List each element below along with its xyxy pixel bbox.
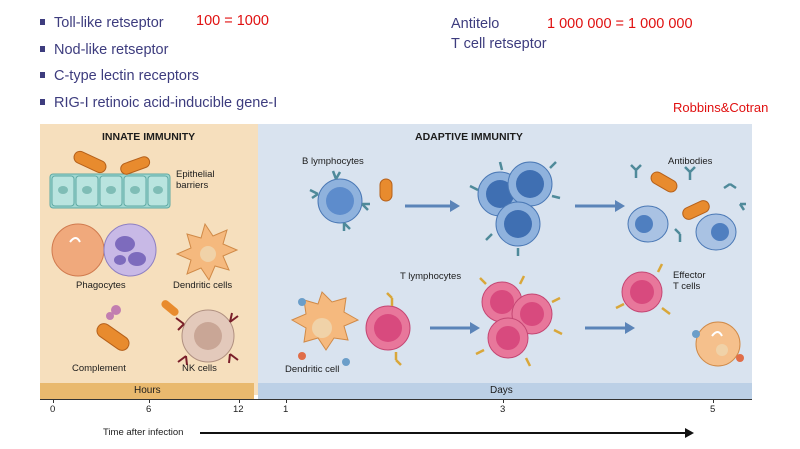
dendritic-cell-adaptive-icon: [290, 291, 360, 366]
days-bar: [258, 383, 752, 399]
days-label: Days: [490, 385, 513, 396]
b-lymphocyte-icon: [309, 170, 393, 231]
nk-cells-label: NK cells: [182, 363, 217, 374]
time-arrow: [200, 432, 687, 434]
phagocytes-label: Phagocytes: [76, 280, 126, 291]
dendritic-cells-label: Dendritic cells: [173, 280, 233, 291]
b-cell-cluster-icon: [469, 161, 561, 256]
receptor-label: C-type lectin receptors: [54, 68, 200, 84]
list-item: RIG-I retinoic acid-inducible gene-I: [40, 90, 277, 117]
bullet-icon: [40, 19, 45, 25]
effector-t-cell-icon: [615, 263, 744, 367]
hours-bar: [40, 383, 254, 399]
complement-label: Complement: [72, 363, 126, 374]
axis-tick: [286, 399, 287, 403]
bullet-icon: [40, 45, 45, 52]
receptor-label: RIG-I retinoic acid-inducible gene-I: [54, 94, 278, 111]
axis-tick: [149, 399, 150, 403]
bacteria-icon: [73, 150, 151, 175]
tick-label: 12: [233, 404, 244, 415]
receptor-label: Nod-like retseptor: [54, 41, 169, 58]
antibodies-icon: [627, 164, 746, 251]
list-item: C-type lectin receptors: [40, 63, 277, 90]
complement-icon: [96, 305, 130, 351]
tick-label: 5: [710, 404, 716, 415]
list-item: Toll-like retseptor: [40, 10, 277, 37]
adaptive-title: ADAPTIVE IMMUNITY: [415, 131, 523, 143]
tick-label: 3: [500, 404, 506, 415]
t-lymphocytes-label: T lymphocytes: [400, 271, 462, 282]
dendritic-cell-label: Dendritic cell: [285, 364, 340, 375]
axis-tick: [713, 399, 714, 403]
hours-label: Hours: [134, 385, 161, 396]
antigen-count: 1 000 000 = 1 000 000: [547, 16, 693, 32]
t-lymphocyte-icon: [365, 292, 411, 366]
axis-tick: [239, 399, 240, 403]
tick-label: 6: [146, 404, 152, 415]
axis-tick: [503, 399, 504, 403]
dendritic-cell-icon: [175, 222, 239, 282]
epithelial-barrier-icon: [49, 173, 171, 209]
innate-title: INNATE IMMUNITY: [102, 131, 196, 143]
tick-label: 0: [50, 404, 56, 415]
b-lymphocytes-label: B lymphocytes: [302, 156, 364, 167]
figure-illustration: [49, 150, 746, 367]
antigen-label: Antitelo: [451, 16, 500, 32]
effector-t-label: Effector T cells: [673, 270, 706, 292]
phagocyte-icon: [51, 223, 157, 277]
tcell-receptor-label: T cell retseptor: [451, 36, 547, 52]
innate-count: 100 = 1000: [196, 13, 269, 29]
time-after-infection-label: Time after infection: [103, 427, 184, 438]
time-axis: [40, 399, 752, 400]
antibodies-label: Antibodies: [668, 156, 713, 167]
epithelial-label: Epithelial barriers: [176, 169, 215, 191]
arrow-head-icon: [685, 428, 694, 438]
bullet-icon: [40, 98, 45, 105]
bullet-icon: [40, 72, 45, 78]
tick-label: 1: [283, 404, 289, 415]
source-credit: Robbins&Cotran: [673, 100, 769, 115]
receptor-label: Toll-like retseptor: [54, 15, 164, 31]
receptor-list: Toll-like retseptor Nod-like retseptor C…: [40, 10, 277, 116]
list-item: Nod-like retseptor: [40, 37, 277, 64]
t-cell-cluster-icon: [475, 275, 563, 367]
immunity-figure: INNATE IMMUNITY ADAPTIVE IMMUNITY Epithe…: [40, 124, 752, 395]
axis-tick: [53, 399, 54, 403]
nk-cell-icon: [161, 300, 239, 366]
